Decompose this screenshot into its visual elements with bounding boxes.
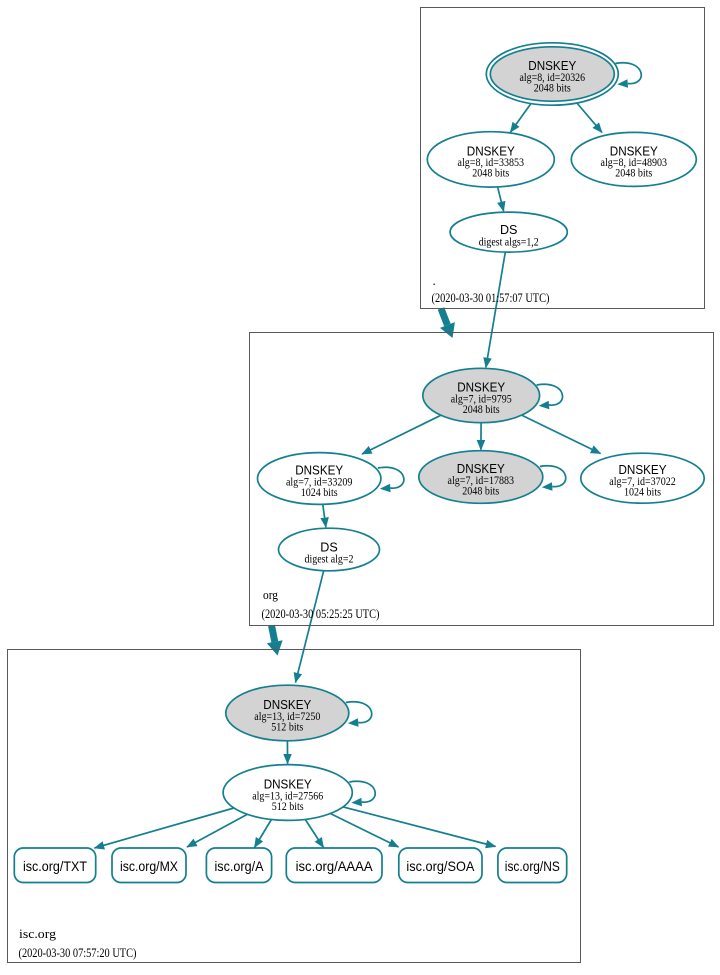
svg-text:2048 bits: 2048 bits [462,483,499,497]
svg-text:alg=8, id=48903: alg=8, id=48903 [601,155,668,169]
svg-text:alg=7, id=17883: alg=7, id=17883 [448,473,515,487]
svg-text:512 bits: 512 bits [272,799,304,813]
svg-text:DNSKEY: DNSKEY [457,461,505,476]
svg-text:2048 bits: 2048 bits [463,402,500,416]
svg-text:isc.org/SOA: isc.org/SOA [406,858,475,874]
svg-text:DNSKEY: DNSKEY [467,143,515,158]
svg-text:alg=8, id=20326: alg=8, id=20326 [520,70,586,84]
svg-text:DS: DS [320,540,338,555]
svg-text:DNSKEY: DNSKEY [528,58,576,73]
svg-text:DNSKEY: DNSKEY [264,777,312,792]
svg-text:DNSKEY: DNSKEY [263,697,311,712]
svg-text:digest alg=2: digest alg=2 [305,552,354,566]
svg-text:isc.org: isc.org [19,926,57,941]
svg-text:512 bits: 512 bits [271,719,303,733]
svg-text:alg=7, id=37022: alg=7, id=37022 [609,474,676,488]
svg-text:.: . [433,273,436,288]
svg-text:DNSKEY: DNSKEY [610,143,658,158]
svg-text:alg=7, id=33209: alg=7, id=33209 [286,474,353,488]
svg-text:isc.org/NS: isc.org/NS [505,858,560,874]
svg-text:DS: DS [500,222,518,237]
svg-text:digest algs=1,2: digest algs=1,2 [479,234,539,248]
svg-text:2048 bits: 2048 bits [534,80,571,94]
svg-text:org: org [263,587,278,602]
svg-text:2048 bits: 2048 bits [615,166,652,180]
svg-text:DNSKEY: DNSKEY [619,462,667,477]
svg-text:DNSKEY: DNSKEY [457,380,505,395]
svg-text:1024 bits: 1024 bits [624,485,661,499]
svg-text:1024 bits: 1024 bits [301,485,338,499]
svg-text:alg=7, id=9795: alg=7, id=9795 [451,391,512,405]
svg-text:isc.org/MX: isc.org/MX [120,858,179,874]
svg-text:alg=8, id=33853: alg=8, id=33853 [458,155,525,169]
svg-text:isc.org/TXT: isc.org/TXT [23,858,87,874]
svg-text:(2020-03-30 01:57:07 UTC): (2020-03-30 01:57:07 UTC) [432,290,550,305]
svg-text:alg=13, id=7250: alg=13, id=7250 [254,709,320,723]
svg-text:DNSKEY: DNSKEY [295,463,343,478]
svg-text:isc.org/AAAA: isc.org/AAAA [296,858,374,874]
svg-text:2048 bits: 2048 bits [472,166,509,180]
svg-text:alg=13, id=27566: alg=13, id=27566 [252,788,323,802]
svg-text:(2020-03-30 07:57:20 UTC): (2020-03-30 07:57:20 UTC) [19,945,137,960]
svg-text:isc.org/A: isc.org/A [215,858,265,874]
svg-text:(2020-03-30 05:25:25 UTC): (2020-03-30 05:25:25 UTC) [262,606,380,621]
